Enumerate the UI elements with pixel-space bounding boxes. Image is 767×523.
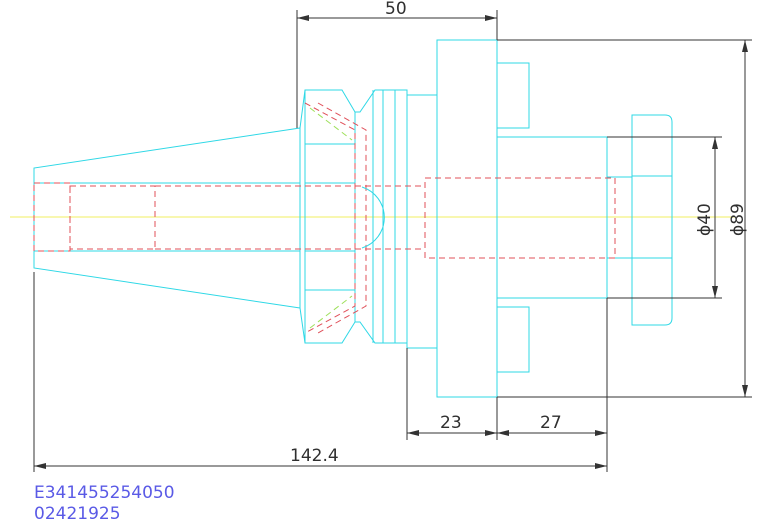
dim-23-label: 23 bbox=[440, 413, 462, 433]
ball-detent bbox=[361, 186, 385, 249]
part-code-line-2: 02421925 bbox=[34, 504, 121, 523]
dim-50-label: 50 bbox=[385, 0, 407, 19]
dim-27-label: 27 bbox=[540, 413, 562, 433]
dim-142-label: 142.4 bbox=[290, 446, 339, 466]
dim-phi89 bbox=[497, 39, 752, 398]
dim-50 bbox=[296, 10, 498, 128]
chamfer-lines bbox=[309, 107, 353, 329]
dim-23-27 bbox=[406, 298, 608, 440]
nut bbox=[631, 114, 673, 326]
dim-phi40 bbox=[607, 136, 722, 299]
collar bbox=[394, 89, 438, 349]
hidden-bores bbox=[33, 102, 616, 334]
dim-142 bbox=[33, 272, 608, 472]
taper-shank bbox=[33, 127, 301, 309]
dim-phi89-label: ϕ89 bbox=[728, 203, 748, 236]
v-flange bbox=[299, 89, 395, 344]
dim-phi40-label: ϕ40 bbox=[695, 203, 715, 236]
flange bbox=[436, 39, 530, 398]
part-code-line-1: E341455254050 bbox=[34, 483, 175, 503]
